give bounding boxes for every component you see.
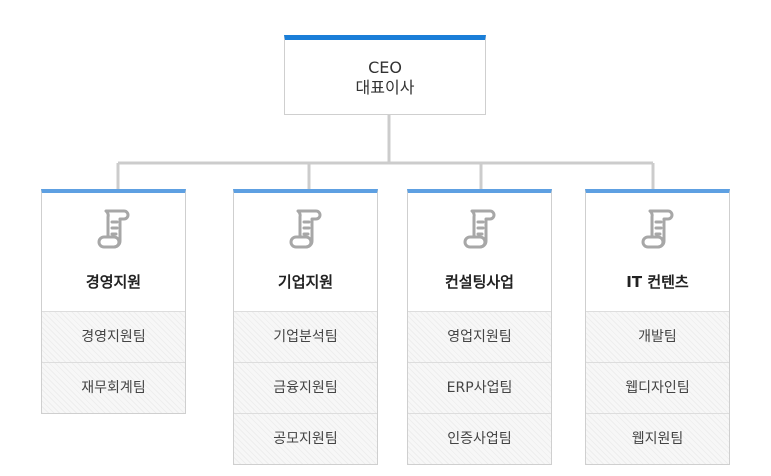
- dept-title: 컨설팅사업: [444, 273, 514, 291]
- team-item[interactable]: 공모지원팀: [234, 413, 377, 464]
- dept-title: 기업지원: [277, 273, 334, 291]
- team-item[interactable]: 웹지원팀: [586, 413, 729, 464]
- ceo-box: CEO 대표이사: [284, 35, 486, 115]
- team-item[interactable]: 개발팀: [586, 311, 729, 362]
- dept-title: 경영지원: [85, 273, 142, 291]
- team-item[interactable]: ERP사업팀: [408, 362, 551, 413]
- ceo-title-en: CEO: [368, 58, 402, 77]
- team-item[interactable]: 인증사업팀: [408, 413, 551, 464]
- ceo-title-ko: 대표이사: [355, 78, 415, 97]
- scroll-icon: [463, 209, 495, 249]
- dept-header: 경영지원: [42, 193, 185, 311]
- dept-corporate-support: 기업지원 기업분석팀 금융지원팀 공모지원팀: [233, 189, 378, 465]
- scroll-icon: [289, 209, 321, 249]
- dept-header: IT 컨텐츠: [586, 193, 729, 311]
- team-item[interactable]: 경영지원팀: [42, 311, 185, 362]
- dept-header: 컨설팅사업: [408, 193, 551, 311]
- team-item[interactable]: 기업분석팀: [234, 311, 377, 362]
- scroll-icon: [641, 209, 673, 249]
- dept-header: 기업지원: [234, 193, 377, 311]
- dept-it-contents: IT 컨텐츠 개발팀 웹디자인팀 웹지원팀: [585, 189, 730, 465]
- team-item[interactable]: 재무회계팀: [42, 362, 185, 413]
- team-item[interactable]: 영업지원팀: [408, 311, 551, 362]
- dept-management-support: 경영지원 경영지원팀 재무회계팀: [41, 189, 186, 414]
- scroll-icon: [97, 209, 129, 249]
- team-item[interactable]: 웹디자인팀: [586, 362, 729, 413]
- dept-title: IT 컨텐츠: [626, 273, 689, 291]
- dept-consulting: 컨설팅사업 영업지원팀 ERP사업팀 인증사업팀: [407, 189, 552, 465]
- team-item[interactable]: 금융지원팀: [234, 362, 377, 413]
